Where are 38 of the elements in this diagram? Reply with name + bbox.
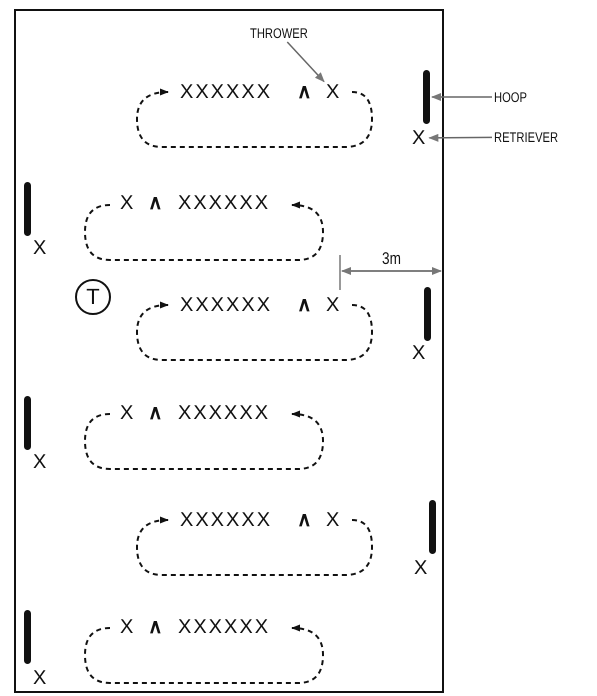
hoop-bar — [24, 396, 31, 450]
retriever-mark: X — [33, 668, 48, 688]
thrower-mark: X — [326, 82, 342, 102]
player-line: XXXXXX — [178, 617, 270, 637]
coach-marker: T — [75, 279, 111, 315]
hoop-bar — [423, 70, 430, 124]
retriever-mark: X — [412, 128, 428, 148]
hoop-bar — [424, 287, 431, 341]
thrower-mark: X — [326, 295, 342, 315]
cone-marker: ∧ — [297, 82, 314, 102]
thrower-mark: X — [120, 403, 136, 423]
player-line: XXXXXX — [180, 295, 272, 315]
retriever-mark: X — [33, 452, 48, 472]
leader-line — [431, 93, 492, 101]
dimension-label: 3m — [382, 250, 401, 267]
thrower-mark: X — [120, 193, 136, 213]
retriever-label: RETRIEVER — [494, 130, 558, 144]
leader-line — [428, 134, 492, 142]
cone-marker: ∧ — [297, 295, 314, 315]
hoop-label: HOOP — [494, 90, 527, 104]
player-line: XXXXXX — [180, 510, 272, 530]
player-line: XXXXXX — [178, 403, 270, 423]
hoop-bar — [429, 500, 436, 554]
cone-marker: ∧ — [148, 617, 165, 637]
retriever-mark: X — [33, 238, 48, 258]
retriever-mark: X — [414, 558, 430, 578]
player-line: XXXXXX — [180, 82, 272, 102]
cone-marker: ∧ — [148, 403, 165, 423]
thrower-mark: X — [120, 617, 136, 637]
leader-line — [286, 42, 325, 82]
thrower-mark: X — [326, 510, 342, 530]
hoop-bar — [24, 610, 31, 664]
player-line: XXXXXX — [178, 193, 270, 213]
thrower-label: THROWER — [250, 26, 308, 40]
cone-marker: ∧ — [297, 510, 314, 530]
retriever-mark: X — [412, 343, 428, 363]
cone-marker: ∧ — [148, 193, 165, 213]
hoop-bar — [24, 182, 31, 236]
